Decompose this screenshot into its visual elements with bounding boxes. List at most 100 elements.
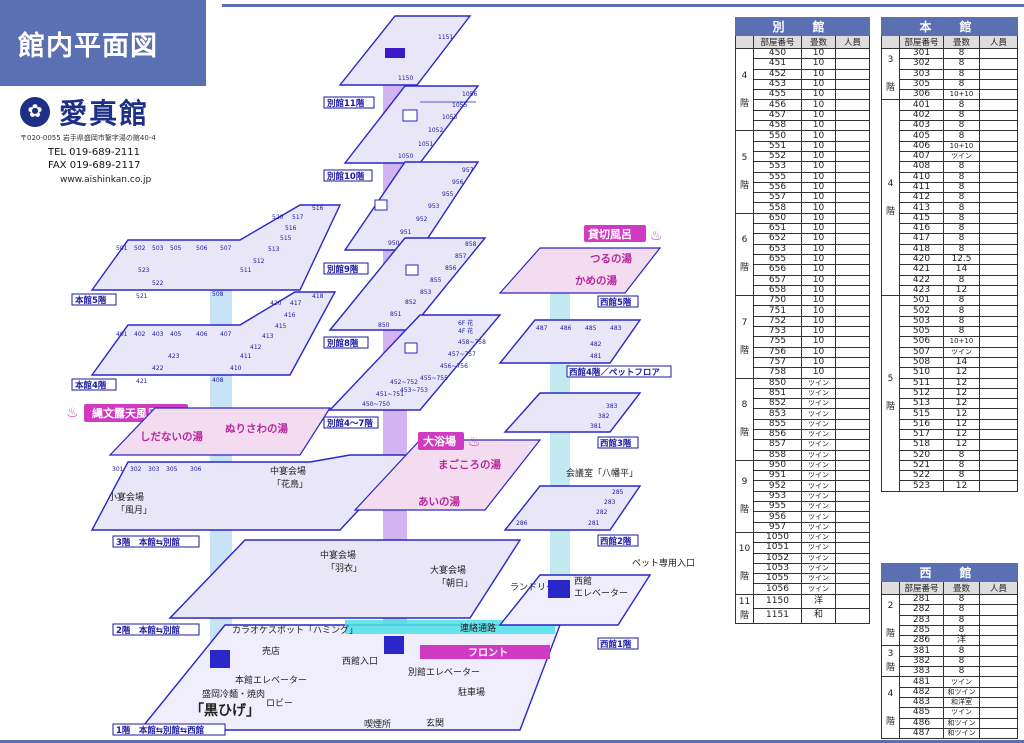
svg-text:520: 520 bbox=[272, 214, 284, 221]
seikan-4f-floor bbox=[498, 319, 642, 364]
room-occupancy-cell bbox=[979, 377, 1018, 389]
room-number-cell: 417 bbox=[899, 233, 944, 245]
room-number-cell: 415 bbox=[899, 212, 944, 225]
room-capacity-cell: 8 bbox=[943, 243, 980, 255]
svg-text:大浴場: 大浴場 bbox=[423, 434, 456, 448]
room-capacity-cell: 10 bbox=[801, 89, 836, 101]
room-capacity-cell: 10 bbox=[801, 315, 836, 328]
room-occupancy-cell bbox=[835, 480, 870, 492]
svg-text:1056: 1056 bbox=[462, 91, 477, 98]
svg-text:402: 402 bbox=[134, 331, 146, 338]
svg-text:♨: ♨ bbox=[468, 434, 481, 450]
room-number-cell: 508 bbox=[899, 356, 944, 369]
room-capacity-cell: 14 bbox=[943, 264, 980, 276]
inn-website-link[interactable]: www.aishinkan.co.jp bbox=[60, 175, 152, 185]
svg-text:1151: 1151 bbox=[438, 34, 453, 41]
room-capacity-cell: 8 bbox=[943, 109, 980, 122]
room-occupancy-cell bbox=[979, 367, 1018, 379]
room-occupancy-cell bbox=[979, 171, 1018, 183]
room-number-cell: 416 bbox=[899, 223, 944, 235]
svg-text:516: 516 bbox=[312, 205, 324, 212]
svg-text:301: 301 bbox=[112, 466, 124, 473]
svg-text:♨: ♨ bbox=[650, 228, 663, 244]
room-capacity-cell: 12 bbox=[943, 428, 980, 441]
room-capacity-cell: 10 bbox=[801, 264, 836, 276]
room-capacity-cell: 8 bbox=[943, 315, 980, 328]
floor-label-cell: 5 階 bbox=[735, 130, 754, 214]
room-occupancy-cell bbox=[979, 192, 1018, 204]
room-capacity-cell: ツイン bbox=[801, 439, 836, 451]
room-number-cell: 518 bbox=[899, 439, 944, 451]
room-number-cell: 511 bbox=[899, 377, 944, 389]
svg-text:連絡通路: 連絡通路 bbox=[460, 622, 496, 634]
room-capacity-cell: 12 bbox=[943, 387, 980, 400]
svg-text:413: 413 bbox=[262, 333, 274, 340]
room-number-cell: 756 bbox=[753, 346, 802, 358]
room-number-cell: 855 bbox=[753, 418, 802, 430]
svg-text:281: 281 bbox=[588, 520, 600, 527]
svg-text:「朝日」: 「朝日」 bbox=[437, 578, 473, 589]
room-number-cell: 850 bbox=[753, 377, 802, 389]
svg-text:西館2階: 西館2階 bbox=[600, 536, 632, 547]
honkan-table-title: 本 館 bbox=[881, 17, 1018, 36]
room-number-cell: 413 bbox=[899, 202, 944, 214]
room-number-cell: 552 bbox=[753, 150, 802, 163]
svg-text:853: 853 bbox=[420, 289, 432, 296]
room-capacity-cell: ツイン bbox=[801, 583, 836, 595]
svg-text:西館3階: 西館3階 bbox=[600, 438, 632, 449]
room-capacity-cell: ツイン bbox=[801, 459, 836, 472]
room-occupancy-cell bbox=[979, 68, 1018, 80]
room-number-cell: 755 bbox=[753, 336, 802, 348]
room-capacity-cell: ツイン bbox=[801, 449, 836, 461]
svg-text:411: 411 bbox=[240, 353, 252, 360]
room-occupancy-cell bbox=[979, 109, 1018, 122]
svg-text:511: 511 bbox=[240, 267, 252, 274]
room-number-cell: 857 bbox=[753, 439, 802, 451]
room-number-cell: 657 bbox=[753, 274, 802, 286]
room-number-cell: 481 bbox=[899, 676, 944, 688]
room-number-cell: 281 bbox=[899, 593, 944, 606]
svg-text:エレベーター: エレベーター bbox=[574, 588, 628, 599]
bekkan-10f-floor bbox=[343, 85, 480, 164]
room-capacity-cell: 10 bbox=[801, 336, 836, 348]
room-capacity-cell: 8 bbox=[943, 68, 980, 80]
room-occupancy-cell bbox=[979, 150, 1018, 163]
svg-text:1050: 1050 bbox=[398, 153, 413, 160]
svg-text:952: 952 bbox=[416, 216, 428, 223]
room-capacity-cell: 8 bbox=[943, 604, 980, 616]
svg-text:405: 405 bbox=[170, 331, 182, 338]
svg-text:381: 381 bbox=[590, 423, 602, 430]
room-capacity-cell: 12 bbox=[943, 398, 980, 410]
room-number-cell: 522 bbox=[899, 470, 944, 482]
room-capacity-cell: ツイン bbox=[801, 387, 836, 400]
room-number-cell: 555 bbox=[753, 171, 802, 183]
svg-text:302: 302 bbox=[130, 466, 142, 473]
room-occupancy-cell bbox=[979, 99, 1018, 111]
svg-text:507: 507 bbox=[220, 245, 232, 252]
room-occupancy-cell bbox=[979, 604, 1018, 616]
room-number-cell: 758 bbox=[753, 367, 802, 379]
room-occupancy-cell bbox=[979, 398, 1018, 410]
room-capacity-cell: 10 bbox=[801, 326, 836, 338]
